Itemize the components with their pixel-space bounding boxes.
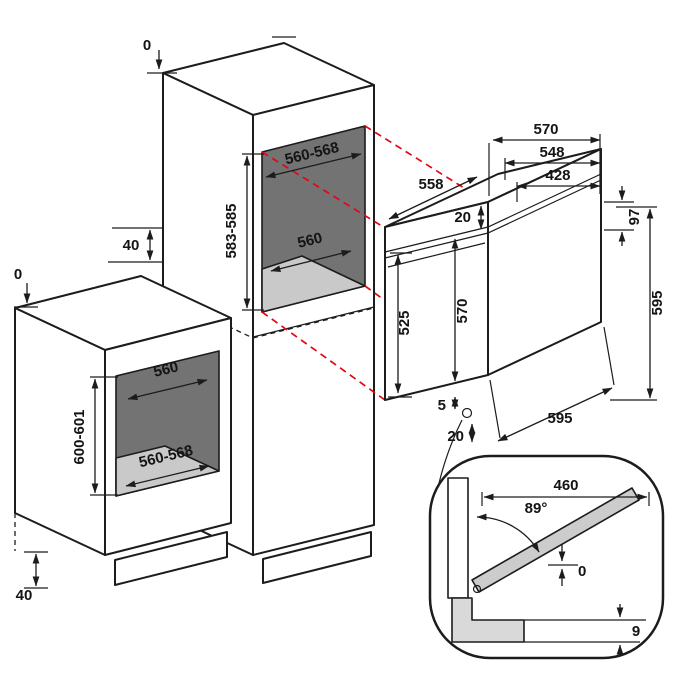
dim-line-oven-width [497,387,613,442]
detail-cabinet-panel [447,477,469,599]
ext-line [481,492,650,506]
dim-tall-worktop-gap: 40 [123,237,140,254]
detail-door-hinge [472,584,482,594]
dim-line-min-cabinet-depth [388,176,478,220]
door-detail: 89° 460 0 9 [428,419,665,660]
dim-door-length: 460 [553,477,578,494]
oven-handle-line [387,242,486,268]
detail-bottom-lines [524,619,646,643]
detail-reference-point [461,407,473,419]
dim-door-opening-angle: 89° [525,500,548,517]
dim-oven-front-clearance: 20 [447,428,464,445]
tall-cabinet-plinth [262,531,372,584]
dim-min-cabinet-depth: 558 [418,176,443,193]
ext-line [610,206,657,401]
dim-line-base-niche-width [125,464,210,488]
dim-tall-niche-depth: 560 [296,229,324,251]
dim-base-niche-height: 600-601 [71,409,88,464]
dim-line-base-niche-depth [127,378,208,401]
oven-fascia-line-bottom [384,179,602,259]
oven-fascia-line-top [384,173,602,253]
dim-oven-door-height: 570 [454,298,471,323]
projection-line-bottom-left [261,311,386,401]
oven-side-face [487,148,602,376]
dim-oven-top-inset: 20 [454,209,471,226]
dim-oven-height: 595 [649,290,666,315]
base-cabinet-plinth [114,531,228,586]
base-cabinet-side-face [14,307,106,556]
tall-cabinet-shelf-line [252,306,375,338]
dimensions-oven: 570 548 428 558 20 97 595 525 570 5 20 5… [388,121,666,445]
oven [384,148,602,419]
dim-oven-width: 595 [547,410,572,427]
oven-front-face [384,201,489,401]
dim-oven-rear-gap: 5 [438,397,446,414]
dim-base-plinth-height: 40 [16,587,33,604]
dim-door-flush-gap: 0 [578,563,586,580]
dim-line-niche-depth [270,250,352,272]
dim-base-top-gap: 0 [14,266,22,283]
base-cabinet [14,275,232,586]
dim-oven-door-height-min: 525 [396,310,413,335]
dim-tall-niche-height: 583-585 [223,203,240,258]
dim-tall-top-gap: 0 [143,37,151,54]
dim-oven-depth-body: 548 [539,144,564,161]
ext-line [24,551,48,589]
dim-oven-depth-inner: 428 [545,167,570,184]
dim-base-niche-depth: 560 [152,358,180,380]
detail-angle-arc [476,513,540,553]
dim-oven-fascia-height: 97 [626,209,643,226]
ext-line [388,252,412,398]
dim-line-niche-width [265,152,362,179]
ext-line [604,201,634,231]
ext-line [242,153,264,311]
ext-line [90,376,118,496]
dim-door-bottom-clearance: 9 [632,623,640,640]
dim-oven-depth-with-door: 570 [533,121,558,138]
